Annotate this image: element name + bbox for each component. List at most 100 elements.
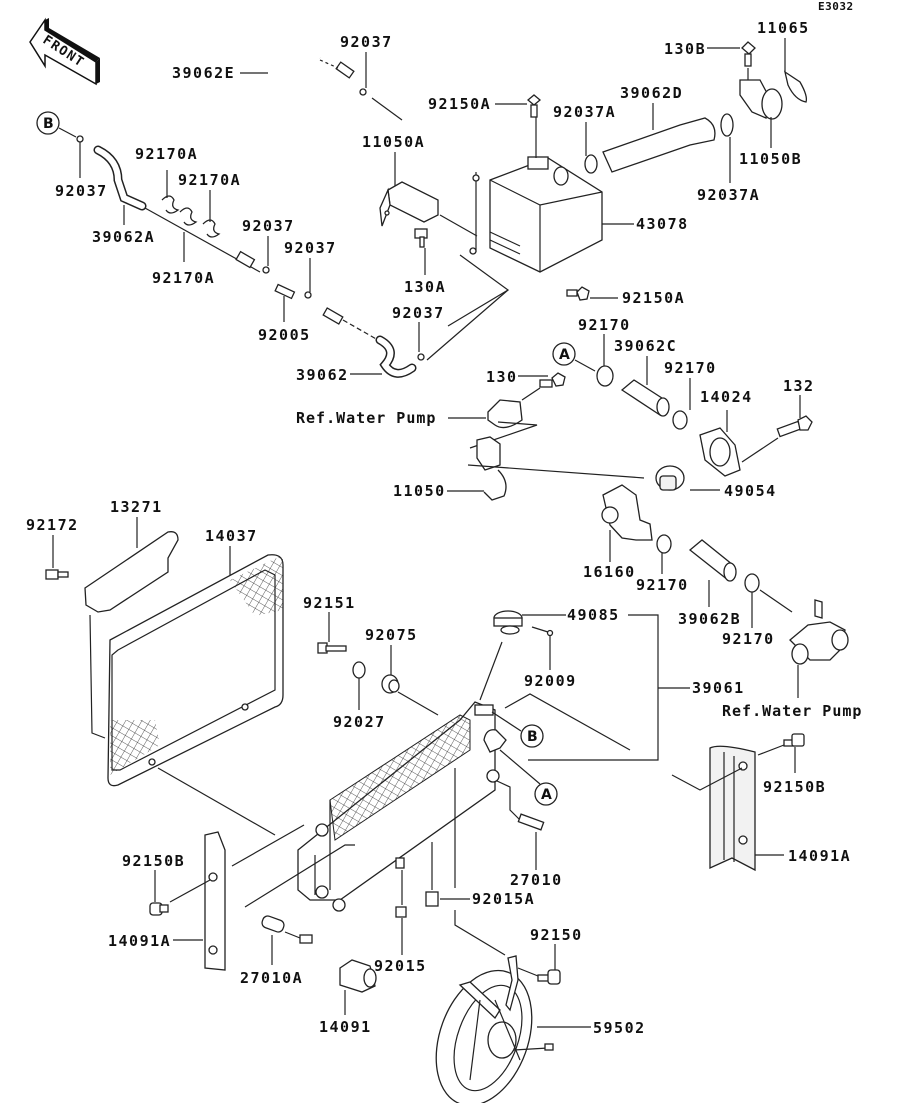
radiator-outlet-icon	[483, 729, 507, 753]
fan-switch-27010A-icon	[261, 915, 313, 944]
label-49085: 49085	[567, 606, 620, 624]
plate-14091A-left	[204, 831, 226, 971]
hose-39062C	[620, 379, 670, 417]
label-130A: 130A	[404, 278, 446, 296]
label-39062E: 39062E	[172, 64, 235, 82]
front-arrow-icon: FRONT	[29, 17, 100, 86]
bracket-11050A	[379, 181, 439, 227]
marker-a-bottom	[534, 782, 558, 806]
label-92037A-left: 92037A	[553, 103, 616, 121]
diagram-code: E3032	[818, 0, 854, 13]
label-92005: 92005	[258, 326, 311, 344]
label-132: 132	[783, 377, 815, 395]
label-59502: 59502	[593, 1019, 646, 1037]
label-14091: 14091	[319, 1018, 372, 1036]
label-11065: 11065	[757, 19, 810, 37]
label-92037-mid1: 92037	[242, 217, 295, 235]
clamp-92170A-icons	[161, 195, 221, 238]
clip-92015A-icon	[425, 891, 439, 907]
label-49054: 49054	[724, 482, 777, 500]
marker-b-top	[36, 111, 60, 135]
label-92037-mid2: 92037	[284, 239, 337, 257]
clip-92015-icon	[395, 857, 407, 918]
label-92150A-top: 92150A	[428, 95, 491, 113]
label-92009: 92009	[524, 672, 577, 690]
label-11050: 11050	[393, 482, 446, 500]
hose-39062E	[267, 29, 355, 82]
label-27010: 27010	[510, 871, 563, 889]
clip-92037-icon	[76, 135, 84, 143]
label-14091A-left: 14091A	[108, 932, 171, 950]
label-92151: 92151	[303, 594, 356, 612]
label-39061: 39061	[692, 679, 745, 697]
label-130: 130	[486, 368, 518, 386]
label-92170-1: 92170	[578, 316, 631, 334]
svg-text:A: A	[559, 347, 570, 363]
svg-text:A: A	[541, 787, 552, 803]
radiator-screen-14037	[107, 554, 284, 787]
joint-92005-icon	[274, 283, 296, 300]
svg-text:B: B	[527, 729, 538, 745]
label-14037: 14037	[205, 527, 258, 545]
bracket-11050	[476, 436, 507, 501]
label-92037A-right: 92037A	[697, 186, 760, 204]
label-14091A-right: 14091A	[788, 847, 851, 865]
label-92027: 92027	[333, 713, 386, 731]
shroud-13271	[84, 531, 179, 613]
label-92015A: 92015A	[472, 890, 535, 908]
clip-92037-icon	[359, 88, 367, 96]
clamp-92170-4-icon	[744, 573, 760, 593]
label-130B: 130B	[664, 40, 706, 58]
svg-text:B: B	[43, 116, 54, 132]
plate-14091A-right	[709, 745, 756, 872]
pipe-joint-icon	[235, 250, 256, 269]
thermostat-49054	[655, 465, 685, 491]
radiator-cap-49085-icon	[493, 610, 523, 635]
label-92037-low: 92037	[392, 304, 445, 322]
label-92172: 92172	[26, 516, 79, 534]
ref-water-pump-left: Ref.Water Pump	[296, 409, 436, 427]
label-92015: 92015	[374, 957, 427, 975]
reserve-tank-43078	[489, 156, 603, 273]
clamp-92170-1-icon	[596, 365, 614, 387]
label-43078: 43078	[636, 215, 689, 233]
label-92170-4: 92170	[722, 630, 775, 648]
fan-assembly-59502	[435, 955, 554, 1103]
bolt-92150B-right-icon	[783, 733, 805, 747]
screw-92009-icon	[531, 626, 554, 637]
label-39062B: 39062B	[678, 610, 741, 628]
ref-water-pump-right: Ref.Water Pump	[722, 702, 862, 720]
bracket-11050B	[739, 79, 783, 120]
bolt-130-icon	[539, 372, 566, 388]
clamp-92170-2-icon	[672, 410, 688, 430]
clamp-92037A-left-icon	[584, 154, 598, 174]
label-92170A-3: 92170A	[152, 269, 215, 287]
label-92170-3: 92170	[636, 576, 689, 594]
marker-b-bottom	[520, 724, 544, 748]
label-39062: 39062	[296, 366, 349, 384]
bolt-92150A-top-icon	[526, 94, 542, 118]
label-13271: 13271	[110, 498, 163, 516]
label-92037-top: 92037	[340, 33, 393, 51]
label-92075: 92075	[365, 626, 418, 644]
radiator-core	[297, 701, 496, 912]
bolt-92150-icon	[537, 969, 561, 985]
label-92150: 92150	[530, 926, 583, 944]
thermostat-housing-16160	[601, 484, 653, 541]
label-16160: 16160	[583, 563, 636, 581]
bolt-92150B-left-icon	[149, 902, 169, 916]
label-27010A: 27010A	[240, 969, 303, 987]
collar-92027-icon	[352, 661, 366, 679]
label-14024: 14024	[700, 388, 753, 406]
label-92037-b: 92037	[55, 182, 108, 200]
bolt-130B-icon	[741, 41, 756, 67]
flange-14024	[699, 427, 741, 477]
label-39062A: 39062A	[92, 228, 155, 246]
switch-mount-icon	[486, 769, 500, 783]
label-92150B-right: 92150B	[763, 778, 826, 796]
clamp-92170-3-icon	[656, 534, 672, 554]
label-39062D: 39062D	[620, 84, 683, 102]
bolt-130A-icon	[414, 228, 428, 248]
fan-switch-27010-icon	[517, 813, 545, 831]
grommet-92075-icon	[381, 674, 400, 694]
